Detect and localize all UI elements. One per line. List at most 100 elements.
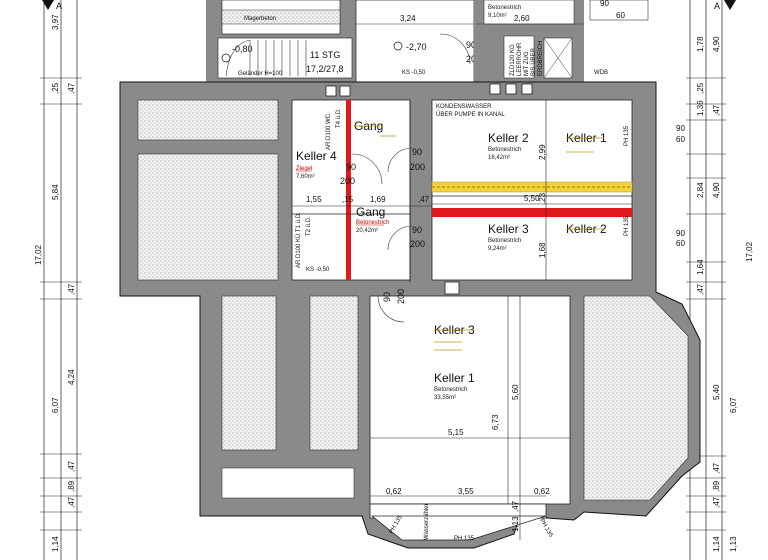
interior-dimension-labels: 1,55 ,15 1,69 ,47 5,50 5,15 3,55 0,62 0,… [306, 144, 550, 532]
dim-label: ,15 [342, 195, 354, 204]
vert-note-3: ZLD120 KG [510, 44, 516, 76]
level-2: -2,70 [406, 42, 427, 52]
door-h-top: 200 [466, 54, 481, 64]
dim-label: 4,90 [712, 182, 721, 198]
dim-label: 0,62 [386, 487, 402, 496]
kondens-note-1: KONDENSWASSER [436, 104, 492, 110]
room-name: Keller 3 [488, 222, 529, 236]
dim-label: 1,14 [712, 536, 721, 552]
ks-top: KS -0,50 [402, 70, 426, 76]
dim-label: 1,13 [729, 536, 738, 552]
level-marker-2 [393, 41, 403, 51]
level-marker-1 [221, 53, 231, 63]
door-w: 90 [412, 225, 422, 235]
dim-label: 17,02 [34, 244, 43, 265]
room-keller3: Keller 3 Betonestrich 9,24m² Keller 2 [488, 222, 607, 252]
dim-label: 1,36 [696, 100, 705, 116]
vert-note-7: ERDBREICH [538, 41, 544, 76]
dim-label: 2,84 [696, 182, 705, 198]
room-keller4: Keller 4 Ziegel 7,60m² [296, 149, 337, 180]
top-room-material: Betonestrich [488, 5, 521, 11]
upper-zone: Magerbeton 11 STG 17,2/27,8 Geländer H=1… [206, 0, 649, 83]
room-material: Betonestrich [434, 387, 467, 393]
door-h: 200 [396, 289, 406, 304]
dim-label: ,89 [712, 480, 721, 492]
dim-label: 1,68 [538, 242, 547, 258]
level-1: -0,80 [232, 44, 253, 54]
top-dim-324: 3,24 [400, 14, 416, 23]
room-area: 20,42m² [356, 228, 378, 234]
door-h: 200 [340, 176, 355, 186]
room-name: Keller 1 [434, 371, 475, 385]
dim-label: 1,78 [696, 36, 705, 52]
dim-label: ,25 [696, 82, 705, 94]
room-name: Keller 2 [488, 131, 529, 145]
ph-label: PH 135 [454, 536, 475, 542]
stairs-ratio: 17,2/27,8 [306, 64, 344, 74]
top-room-area: 9,10m² [488, 13, 507, 19]
left-dimension-labels: 3,97 ,25 ,47 5,84 ,47 4,24 17,02 6,07 ,4… [34, 14, 76, 552]
room-gang: Gang Gang Betonestrich 20,42m² [354, 119, 396, 234]
dim-label: ,47 [67, 283, 76, 295]
door-h: 60 [616, 11, 625, 20]
ks-lower: KS -0,50 [306, 267, 330, 273]
gelaender-label: Geländer H=100 [238, 71, 283, 77]
dim-label: 4,24 [67, 369, 76, 385]
door-h: 60 [676, 135, 685, 144]
door-w: 90 [412, 147, 422, 157]
section-label-right: A [714, 1, 720, 11]
stairs-label: 11 STG [310, 50, 340, 60]
vert-note-2: AR D100 KÜ T1 ü.D. [295, 212, 302, 268]
ph-label: PH 135 [624, 125, 630, 146]
room-area: 9,24m² [488, 246, 507, 252]
ph-label: PH 135 [538, 518, 554, 539]
room-keller2: Keller 2 Betonestrich 16,42m² Keller 1 [488, 131, 607, 161]
wasserzaehler-label: Wasserzähler [424, 504, 430, 540]
dim-label: 5,60 [511, 384, 520, 400]
ph-label: PH 135 [624, 215, 630, 236]
dim-label: 6,07 [51, 397, 60, 413]
door-h: 60 [676, 239, 685, 248]
dim-label: ,25 [51, 82, 60, 94]
stair-treads [225, 39, 307, 77]
door-w: 90 [676, 229, 685, 238]
dim-label: ,47 [67, 496, 76, 508]
dim-label: 2,99 [538, 144, 547, 160]
room-keller1: Keller 3 Keller 1 Betonestrich 33,55m² [434, 323, 475, 401]
door-h: 200 [410, 162, 425, 172]
dim-label: 3,55 [458, 487, 474, 496]
dim-label: 5,40 [712, 384, 721, 400]
red-band-horizontal [432, 208, 632, 217]
section-marker-right: A [714, 0, 736, 11]
vert-note-4: LEERROHR [517, 42, 523, 76]
wdb-label: WDB [594, 70, 608, 76]
dim-label: 1,64 [696, 259, 705, 275]
magerbeton-label: Magerbeton [244, 16, 276, 22]
dim-label: ,47 [712, 462, 721, 474]
dim-label: 5,15 [448, 428, 464, 437]
door-w-top: 90 [466, 40, 476, 50]
door-w: 90 [600, 0, 609, 8]
kondens-note-2: ÜBER PUMPE IN KANAL [436, 111, 505, 118]
dim-label: 1,13 [511, 516, 520, 532]
dim-label: 1,55 [306, 195, 322, 204]
dim-label: 5,84 [51, 184, 60, 200]
dim-label: ,47 [418, 195, 430, 204]
dim-label: 3,97 [51, 14, 60, 30]
room-material: Betonestrich [488, 238, 521, 244]
dim-label: 17,02 [745, 241, 754, 262]
lower-left-block [221, 467, 355, 499]
room-material: Betonestrich [488, 147, 521, 153]
door-w: 90 [346, 162, 356, 172]
top-dim-260: 2,60 [514, 14, 530, 23]
vert-note-5: MIT ZUG [524, 51, 530, 76]
room-material: Betonestrich [356, 220, 389, 226]
door-dimensions: 90 200 90 200 90 200 90 200 90 60 90 60 … [340, 0, 685, 304]
dim-label: 6,73 [491, 414, 500, 430]
room-area: 7,60m² [296, 174, 315, 180]
room-area: 16,42m² [488, 155, 510, 161]
dim-label: 5,50 [524, 194, 540, 203]
right-dimension-labels: 1,78 ,25 1,36 ,47 4,90 2,84 4,90 1,64 ,4… [696, 36, 754, 552]
dim-label: 1,14 [51, 536, 60, 552]
